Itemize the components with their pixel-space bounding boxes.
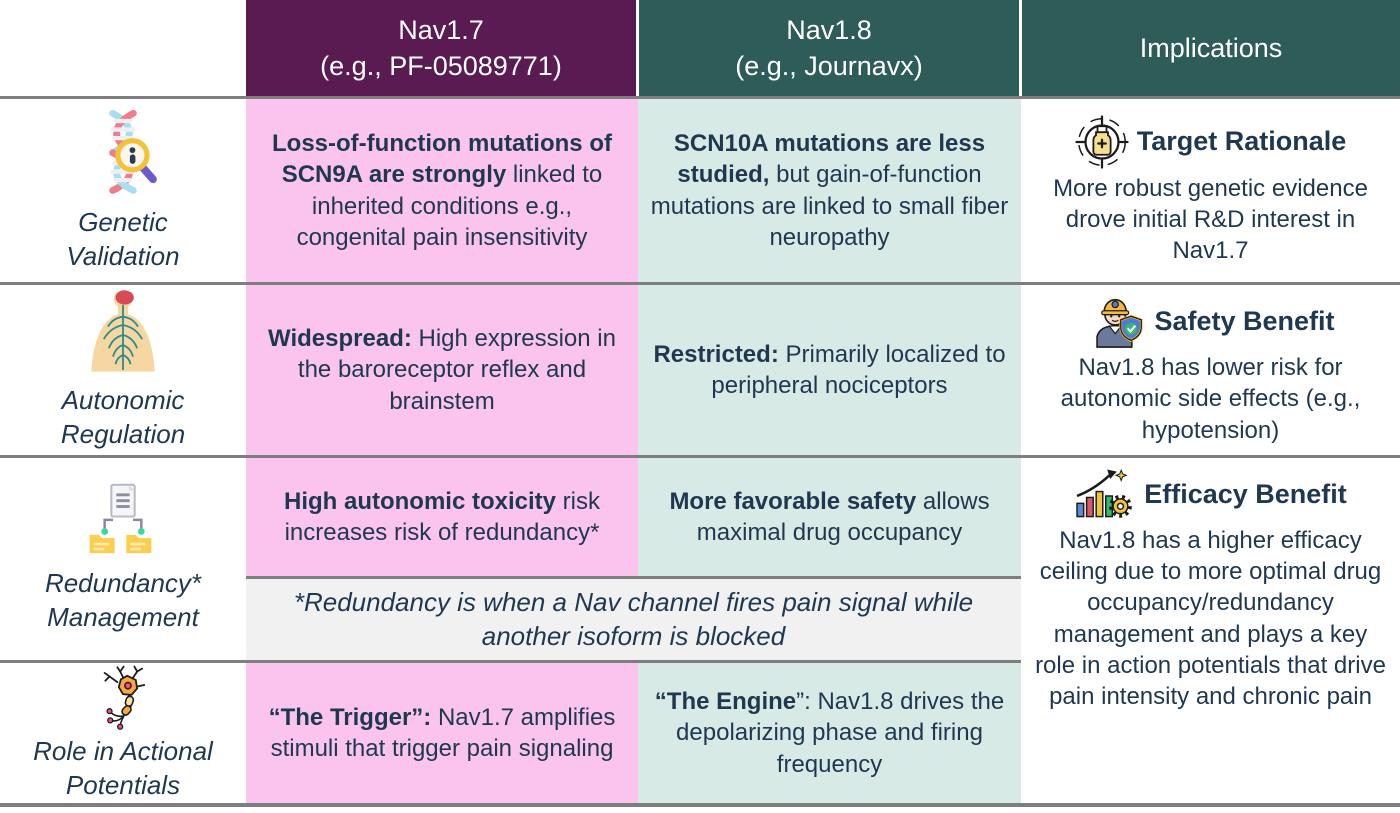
cell-action-nav17-text: “The Trigger”: Nav1.7 amplifies stimuli …: [268, 703, 616, 762]
safety-worker-icon: [1086, 294, 1146, 349]
row-divider: [0, 455, 1400, 458]
implication-body: Nav1.8 has lower risk for autonomic side…: [1060, 354, 1361, 444]
implication-title: Target Rationale: [1136, 126, 1347, 157]
header-nav18: Nav1.8 (e.g., Journavx): [639, 0, 1019, 96]
row-divider: [0, 660, 1021, 663]
doc-folders-icon: [83, 483, 163, 555]
target-bottle-icon: [1075, 115, 1129, 169]
header-implications-label: Implications: [1139, 32, 1283, 63]
row-label-text: Genetic Validation: [66, 206, 180, 271]
cell-autonomic-nav17: Widespread: High expression in the baror…: [246, 285, 638, 455]
dna-magnifier-icon: [87, 108, 159, 194]
cell-efficacy-implication: Efficacy Benefit Nav1.8 has a higher eff…: [1021, 458, 1400, 803]
cell-redundancy-nav18: More favorable safety allows maximal dru…: [638, 458, 1021, 576]
implication-title-row: Efficacy Benefit: [1074, 468, 1347, 521]
cell-genetic-nav17-text: Loss-of-function mutations of SCN9A are …: [272, 130, 612, 251]
header-nav18-line2: (e.g., Journavx): [735, 51, 923, 81]
header-nav17: Nav1.7 (e.g., PF-05089771): [246, 0, 636, 96]
neuron-icon: [93, 663, 153, 731]
cell-action-nav17: “The Trigger”: Nav1.7 amplifies stimuli …: [246, 663, 638, 803]
corner-cell: [0, 0, 246, 96]
header-implications: Implications: [1022, 0, 1400, 96]
nervous-system-icon: [83, 288, 163, 372]
implication-title-row: Safety Benefit: [1086, 294, 1335, 349]
header-nav18-line1: Nav1.8: [786, 14, 872, 45]
cell-autonomic-nav18: Restricted: Primarily localized to perip…: [638, 285, 1021, 455]
cell-autonomic-nav17-text: Widespread: High expression in the baror…: [268, 325, 616, 415]
cell-autonomic-nav18-text: Restricted: Primarily localized to perip…: [653, 340, 1006, 399]
implication-body: Nav1.8 has a higher efficacy ceiling due…: [1035, 527, 1386, 710]
redundancy-footnote: *Redundancy is when a Nav channel fires …: [246, 579, 1021, 660]
efficacy-chart-icon: [1074, 468, 1136, 521]
header-nav17-line2: (e.g., PF-05089771): [320, 51, 562, 81]
footnote-divider: [246, 576, 1021, 579]
cell-action-nav18-text: “The Engine”: Nav1.8 drives the depolari…: [654, 688, 1005, 778]
cell-action-nav18: “The Engine”: Nav1.8 drives the depolari…: [638, 663, 1021, 803]
row-label-text: Autonomic Regulation: [60, 385, 186, 449]
cell-redundancy-nav18-text: More favorable safety allows maximal dru…: [669, 487, 990, 546]
cell-genetic-nav18: SCN10A mutations are less studied, but g…: [638, 99, 1021, 282]
row-divider: [0, 282, 1400, 285]
row-label-autonomic-regulation: Autonomic Regulation: [0, 285, 246, 455]
row-divider: [0, 96, 1400, 99]
row-label-text: Role in Actional Potentials: [33, 736, 213, 800]
cell-redundancy-nav17: High autonomic toxicity risk increases r…: [246, 458, 638, 576]
row-label-genetic-validation: Genetic Validation: [0, 99, 246, 282]
implication-title: Safety Benefit: [1154, 305, 1335, 336]
row-label-text: Redundancy* Management: [44, 568, 202, 632]
implication-title: Efficacy Benefit: [1144, 479, 1347, 509]
bottom-border: [0, 803, 1400, 807]
cell-redundancy-nav17-text: High autonomic toxicity risk increases r…: [283, 487, 600, 546]
cell-genetic-implication: Target Rationale More robust genetic evi…: [1021, 99, 1400, 282]
cell-genetic-nav17: Loss-of-function mutations of SCN9A are …: [246, 99, 638, 282]
implication-title-row: Target Rationale: [1075, 115, 1347, 169]
row-label-role-in-actional-potentials: Role in Actional Potentials: [0, 663, 246, 803]
cell-genetic-nav18-text: SCN10A mutations are less studied, but g…: [650, 130, 1009, 251]
cell-autonomic-implication: Safety Benefit Nav1.8 has lower risk for…: [1021, 285, 1400, 455]
implication-body: More robust genetic evidence drove initi…: [1053, 174, 1368, 265]
row-label-redundancy-management: Redundancy* Management: [0, 458, 246, 660]
header-nav17-line1: Nav1.7: [398, 14, 484, 45]
